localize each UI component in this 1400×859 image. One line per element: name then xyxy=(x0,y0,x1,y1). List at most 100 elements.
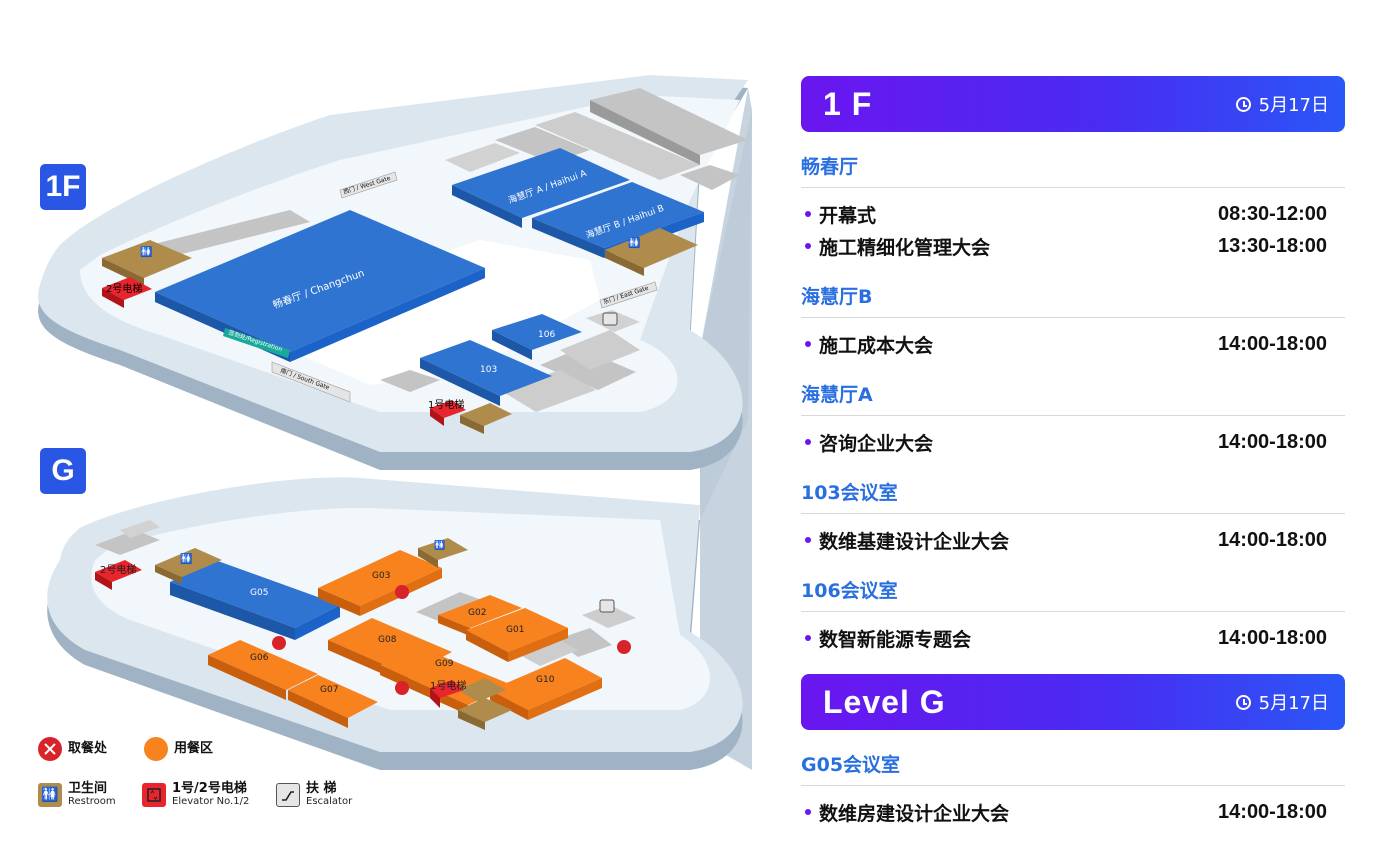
event-time: 14:00-18:00 xyxy=(1218,332,1327,355)
hall-title: 106会议室 xyxy=(801,576,1345,612)
dining-area-icon xyxy=(144,737,168,761)
hall-block: G05会议室数维房建设计企业大会 14:00-18:00 xyxy=(801,750,1345,828)
event-row: 施工精细化管理大会 13:30-18:00 xyxy=(801,230,1345,262)
floor-badge-1f: 1F xyxy=(40,164,86,210)
room-103-label: 103 xyxy=(480,365,497,375)
room-103[interactable]: 103 xyxy=(420,340,552,406)
hall-block: 103会议室数维基建设计企业大会 14:00-18:00 xyxy=(801,478,1345,556)
map-legend: 取餐处 用餐区 🚻 卫生间 Restroom 1号/2号电梯 Elevator … xyxy=(38,735,368,845)
hall-title: 畅春厅 xyxy=(801,152,1345,188)
event-name: 数维房建设计企业大会 xyxy=(801,799,1009,826)
restroom-g-1: 🚻 xyxy=(155,548,222,584)
event-time: 14:00-18:00 xyxy=(1218,430,1327,453)
event-time: 08:30-12:00 xyxy=(1218,202,1327,225)
event-time: 13:30-18:00 xyxy=(1218,234,1327,257)
day2-date-text: 5月17日 xyxy=(1258,693,1329,714)
event-row: 咨询企业大会 14:00-18:00 xyxy=(801,426,1345,458)
event-name: 施工成本大会 xyxy=(801,331,933,358)
svg-text:🚻: 🚻 xyxy=(180,552,192,565)
room-g09-label: G09 xyxy=(435,659,454,669)
event-row: 开幕式 08:30-12:00 xyxy=(801,198,1345,230)
pickup-icon xyxy=(38,737,62,761)
event-time: 14:00-18:00 xyxy=(1218,528,1327,551)
elevator-1f-1-label: 1号电梯 xyxy=(428,398,464,411)
legend-elevator: 1号/2号电梯 Elevator No.1/2 xyxy=(142,782,249,807)
room-106[interactable]: 106 xyxy=(492,314,582,360)
room-g10[interactable]: G10 xyxy=(490,658,602,720)
event-time: 14:00-18:00 xyxy=(1218,626,1327,649)
elevator-g-2-label: 2号电梯 xyxy=(100,563,136,576)
event-name: 数维基建设计企业大会 xyxy=(801,527,1009,554)
room-g02[interactable]: G02 xyxy=(438,595,522,636)
svg-text:🚻: 🚻 xyxy=(628,236,640,249)
schedule-panel: 1 F 5月17日 畅春厅开幕式 08:30-12:00 施工精细化管理大会 13:3… xyxy=(801,76,1345,848)
hall-title: 103会议室 xyxy=(801,478,1345,514)
event-row: 数智新能源专题会 14:00-18:00 xyxy=(801,622,1345,654)
event-name: 数智新能源专题会 xyxy=(801,625,971,652)
legend-dining: 用餐区 xyxy=(144,737,213,761)
event-name: 开幕式 xyxy=(801,201,876,228)
escalator-g-icon xyxy=(599,599,615,613)
elevator-1f-2-label: 2号电梯 xyxy=(106,282,142,295)
room-106-label: 106 xyxy=(538,330,555,340)
restroom-icon: 🚻 xyxy=(38,782,62,807)
restroom-1f-3 xyxy=(460,403,512,434)
room-g07[interactable]: G07 xyxy=(288,675,378,728)
room-g06-label: G06 xyxy=(250,653,269,663)
room-g05-label: G05 xyxy=(250,588,268,598)
escalator-icon xyxy=(276,782,300,807)
event-row: 数维房建设计企业大会 14:00-18:00 xyxy=(801,796,1345,828)
room-g01-label: G01 xyxy=(506,625,524,635)
event-row: 数维基建设计企业大会 14:00-18:00 xyxy=(801,524,1345,556)
hall-block: 106会议室数智新能源专题会 14:00-18:00 xyxy=(801,576,1345,654)
day1-title: 1 F xyxy=(823,85,873,122)
legend-restroom-cn: 卫生间 xyxy=(68,781,108,796)
ground-floor-plan: G05 G03 G02 xyxy=(47,477,743,770)
legend-elevator-cn: 1号/2号电梯 xyxy=(172,781,247,796)
hall-block: 海慧厅B 施工成本大会 14:00-18:00 xyxy=(801,282,1345,360)
day2-date: 5月17日 xyxy=(1235,689,1329,715)
restroom-1f-2: 🚻 xyxy=(605,228,698,276)
legend-restroom-en: Restroom xyxy=(68,796,116,807)
room-g07-label: G07 xyxy=(320,685,338,695)
floor-badge-g: G xyxy=(40,448,86,494)
event-row: 施工成本大会 14:00-18:00 xyxy=(801,328,1345,360)
room-g10-label: G10 xyxy=(536,675,555,685)
day2-hall-list: G05会议室数维房建设计企业大会 14:00-18:00 xyxy=(801,750,1345,828)
clock-icon xyxy=(1235,96,1251,112)
event-name: 施工精细化管理大会 xyxy=(801,233,990,260)
svg-text:🚻: 🚻 xyxy=(140,245,152,258)
day1-date: 5月17日 xyxy=(1235,91,1329,117)
day1-hall-list: 畅春厅开幕式 08:30-12:00 施工精细化管理大会 13:30-18:00 海慧厅… xyxy=(801,152,1345,654)
legend-escalator-cn: 扶 梯 xyxy=(306,781,337,796)
legend-dining-label: 用餐区 xyxy=(174,741,214,756)
first-floor-plan: 畅春厅 / Changchun 海慧厅 A / Haihui A 海慧厅 B /… xyxy=(38,75,749,470)
room-g08-label: G08 xyxy=(378,635,397,645)
legend-escalator: 扶 梯 Escalator xyxy=(276,782,352,807)
room-g01[interactable]: G01 xyxy=(466,608,568,662)
restroom-g-3 xyxy=(458,678,512,730)
day1-header: 1 F 5月17日 xyxy=(801,76,1345,132)
room-g06[interactable]: G06 xyxy=(208,640,318,700)
event-name: 咨询企业大会 xyxy=(801,429,933,456)
elevator-1f-1: 1号电梯 xyxy=(428,398,466,426)
hall-title: G05会议室 xyxy=(801,750,1345,786)
elevator-g-1-label: 1号电梯 xyxy=(430,679,466,692)
room-g05[interactable]: G05 xyxy=(170,560,340,640)
hall-block: 畅春厅开幕式 08:30-12:00 施工精细化管理大会 13:30-18:00 xyxy=(801,152,1345,262)
restroom-g-2: 🚻 xyxy=(418,538,468,568)
day2-title: Level G xyxy=(823,683,946,720)
hall-title: 海慧厅B xyxy=(801,282,1345,318)
legend-restroom: 🚻 卫生间 Restroom xyxy=(38,782,116,807)
elevator-icon xyxy=(142,782,166,807)
event-time: 14:00-18:00 xyxy=(1218,800,1327,823)
clock-icon xyxy=(1235,694,1251,710)
room-g03-label: G03 xyxy=(372,571,390,581)
room-g02-label: G02 xyxy=(468,608,486,618)
day1-date-text: 5月17日 xyxy=(1258,95,1329,116)
elevator-1f-2: 2号电梯 xyxy=(102,277,152,308)
svg-text:🚻: 🚻 xyxy=(434,539,445,551)
legend-pickup-label: 取餐处 xyxy=(68,741,108,756)
venue-map: G05 G03 G02 xyxy=(38,75,752,845)
